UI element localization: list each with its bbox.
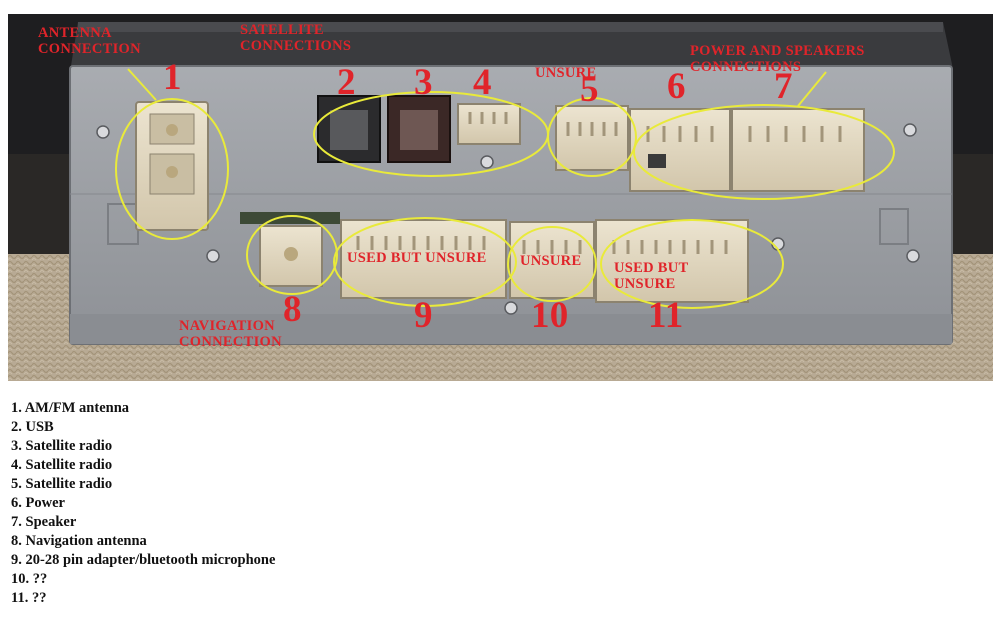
number-8: 8: [283, 289, 302, 330]
pointer-lines: [127, 68, 827, 107]
legend-item: 9. 20-28 pin adapter/bluetooth microphon…: [11, 552, 276, 568]
highlight-8: [246, 215, 338, 295]
label-unsure-5: UNSURE: [535, 65, 597, 81]
connector-legend: 1. AM/FM antenna 2. USB 3. Satellite rad…: [11, 399, 275, 608]
highlight-5: [547, 97, 637, 177]
label-antenna: ANTENNA CONNECTION: [38, 25, 141, 57]
number-1: 1: [163, 57, 182, 98]
label-navigation: NAVIGATION CONNECTION: [179, 318, 282, 350]
connector-5-body: [555, 105, 629, 171]
label-unsure-10: UNSURE: [520, 253, 582, 269]
label-satellite: SATELLITE CONNECTIONS: [240, 22, 352, 54]
number-9: 9: [414, 295, 433, 336]
legend-item: 6. Power: [11, 495, 65, 511]
pointer-antenna: [127, 68, 157, 101]
highlight-circles: [115, 91, 895, 309]
highlight-9: [333, 217, 517, 307]
number-11: 11: [648, 295, 684, 336]
highlight-6-7: [633, 104, 895, 200]
photo-graphic: [8, 14, 993, 381]
number-4: 4: [473, 62, 492, 103]
legend-item: 11. ??: [11, 590, 47, 606]
label-power-speakers: POWER AND SPEAKERS CONNECTIONS: [690, 43, 865, 75]
number-3: 3: [414, 62, 433, 103]
radio-connector-photo: ANTENNA CONNECTION SATELLITE CONNECTIONS…: [8, 14, 993, 381]
connector-11-body: [595, 219, 749, 303]
number-6: 6: [667, 66, 686, 107]
highlight-1: [115, 98, 229, 240]
pointer-power: [797, 71, 827, 107]
highlight-11: [600, 219, 784, 309]
legend-item: 7. Speaker: [11, 514, 77, 530]
label-used-unsure-9: USED BUT UNSURE: [347, 250, 487, 266]
legend-item: 1. AM/FM antenna: [11, 400, 130, 416]
label-used-unsure-11: USED BUT UNSURE: [614, 260, 689, 292]
connector-2-body: [317, 95, 381, 163]
number-10: 10: [531, 295, 569, 336]
connector-6-body: [629, 108, 731, 192]
legend-item: 8. Navigation antenna: [11, 533, 147, 549]
highlight-10: [507, 226, 597, 302]
number-2: 2: [337, 62, 356, 103]
number-7: 7: [774, 66, 793, 107]
connector-9-body: [340, 219, 507, 299]
number-5: 5: [580, 69, 599, 110]
legend-item: 4. Satellite radio: [11, 457, 113, 473]
legend-item: 5. Satellite radio: [11, 476, 113, 492]
legend-item: 10. ??: [11, 571, 48, 587]
legend-item: 3. Satellite radio: [11, 438, 113, 454]
unit-top-cover: [70, 22, 953, 72]
connector-7-body: [731, 108, 865, 192]
connector-4-body: [457, 103, 521, 145]
legend-item: 2. USB: [11, 419, 54, 435]
connector-8-body: [259, 225, 323, 287]
